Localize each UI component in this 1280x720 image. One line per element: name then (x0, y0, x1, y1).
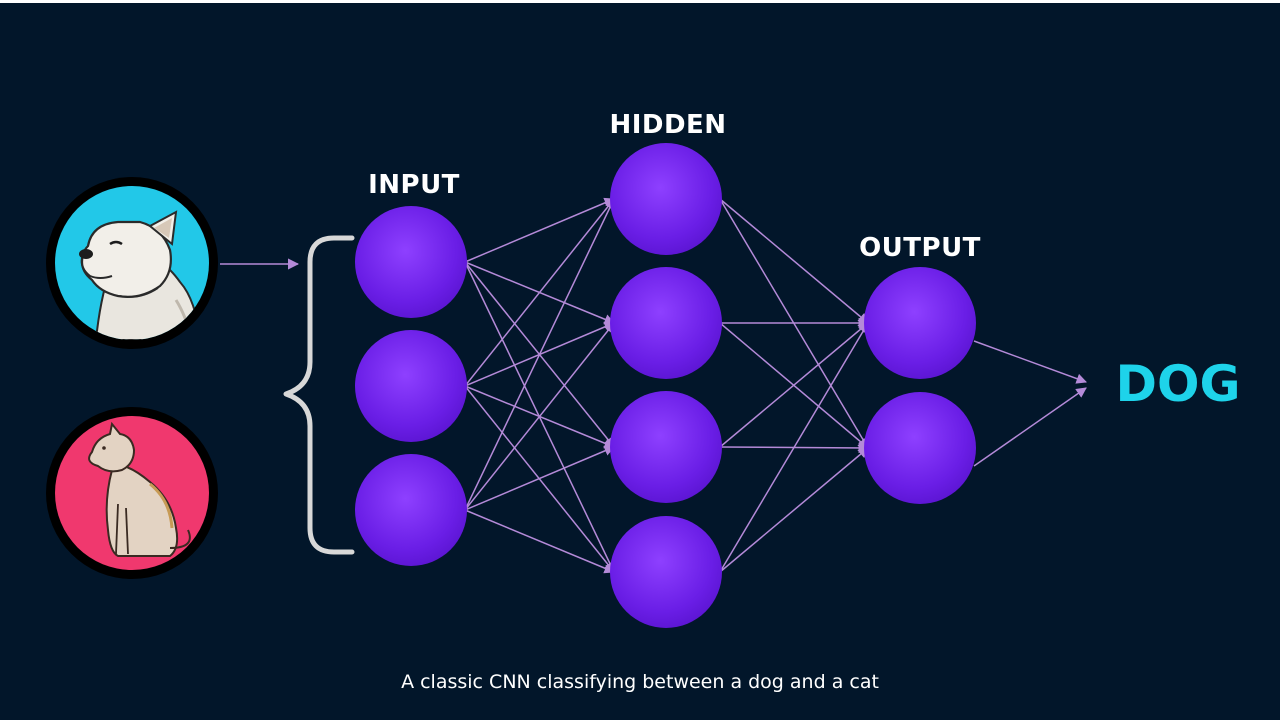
output-layer-label: OUTPUT (859, 233, 981, 263)
hidden-neuron-1 (610, 143, 722, 255)
hidden-neuron-2 (610, 267, 722, 379)
connections (464, 197, 1087, 574)
hidden-neuron-4 (610, 516, 722, 628)
cat-image (46, 407, 218, 579)
connection-input-3-to-hidden-4 (464, 509, 615, 574)
caption: A classic CNN classifying between a dog … (401, 671, 879, 693)
connection-hidden-1-to-output-1 (719, 198, 869, 324)
hidden-neuron-3 (610, 391, 722, 503)
neurons (355, 143, 976, 628)
input-neuron-1 (355, 206, 467, 318)
cat-icon (88, 421, 191, 557)
connection-hidden-4-to-output-1 (719, 322, 869, 573)
dog-image (46, 177, 218, 349)
input-bracket (283, 235, 355, 555)
dog-icon (79, 210, 202, 340)
input-layer-label: INPUT (368, 170, 460, 200)
connection-input-3-to-hidden-2 (464, 322, 615, 511)
connection-output-1-to-result (973, 340, 1087, 384)
connection-output-2-to-result (973, 387, 1087, 467)
result-label: DOG (1115, 355, 1240, 413)
output-neuron-2 (864, 392, 976, 504)
hidden-layer-label: HIDDEN (609, 110, 726, 140)
input-neuron-2 (355, 330, 467, 442)
output-neuron-1 (864, 267, 976, 379)
connection-hidden-4-to-output-2 (719, 447, 869, 573)
connection-input-2-to-hidden-1 (464, 198, 615, 387)
connection-input-3-to-hidden-3 (464, 445, 615, 511)
input-neuron-3 (355, 454, 467, 566)
connection-input-3-to-hidden-1 (464, 198, 615, 511)
connection-input-1-to-hidden-1 (464, 197, 615, 263)
connection-hidden-3-to-output-1 (719, 322, 869, 448)
